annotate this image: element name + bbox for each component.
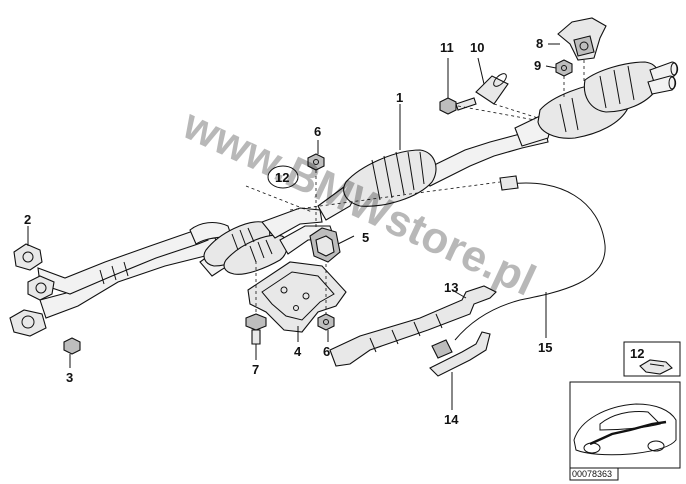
centre-catalytic-converter xyxy=(343,149,437,207)
inset-part-12: 12 xyxy=(623,341,681,377)
callout-3: 3 xyxy=(66,370,73,385)
callout-7: 7 xyxy=(252,362,259,377)
callout-5: 5 xyxy=(362,230,369,245)
mount-bolt xyxy=(245,313,267,345)
guide-lines xyxy=(245,60,585,314)
callout-2: 2 xyxy=(24,212,31,227)
upper-nut xyxy=(307,153,325,171)
flange-nut xyxy=(63,337,81,355)
callout-8: 8 xyxy=(536,36,543,51)
holder-bracket xyxy=(429,331,491,377)
front-pipe-assembly xyxy=(37,221,233,319)
hanger-nut xyxy=(555,59,573,77)
callout-9: 9 xyxy=(534,58,541,73)
sensor-bracket xyxy=(329,285,497,367)
callout-4: 4 xyxy=(294,344,302,359)
manifold-flange-middle xyxy=(27,275,55,301)
callout-6-upper: 6 xyxy=(314,124,321,139)
front-catalytic-converters xyxy=(199,207,335,277)
circled-callout-12: 12 xyxy=(267,165,299,189)
reference-code-box: 00078363 xyxy=(569,467,619,481)
watermark: www.BMWstore.pl xyxy=(175,99,543,305)
rear-silencer xyxy=(514,61,679,147)
callout-10: 10 xyxy=(470,40,484,55)
callout-14: 14 xyxy=(444,412,459,427)
rubber-mount xyxy=(309,227,341,263)
callout-13: 13 xyxy=(444,280,458,295)
oxygen-sensor-cable xyxy=(431,175,606,359)
rear-hanger-bracket xyxy=(557,17,607,61)
leader-lines xyxy=(27,43,560,410)
clamp-bolt xyxy=(439,97,477,115)
callout-12: 12 xyxy=(275,170,289,185)
callout-1: 1 xyxy=(396,90,403,105)
heat-shield-plate xyxy=(247,261,347,333)
clamp-sleeve xyxy=(475,73,509,105)
manifold-flange-lower xyxy=(9,309,47,337)
callout-6-lower: 6 xyxy=(323,344,330,359)
inset-number: 12 xyxy=(630,346,644,361)
callout-11: 11 xyxy=(440,40,454,55)
inset-car-location xyxy=(569,381,681,469)
reference-code: 00078363 xyxy=(572,469,612,479)
callout-15: 15 xyxy=(538,340,552,355)
manifold-flange-upper xyxy=(13,243,43,271)
callout-numbers: 1 2 3 4 5 6 6 7 8 9 10 11 13 14 15 xyxy=(24,36,552,427)
lower-nut xyxy=(317,313,335,331)
